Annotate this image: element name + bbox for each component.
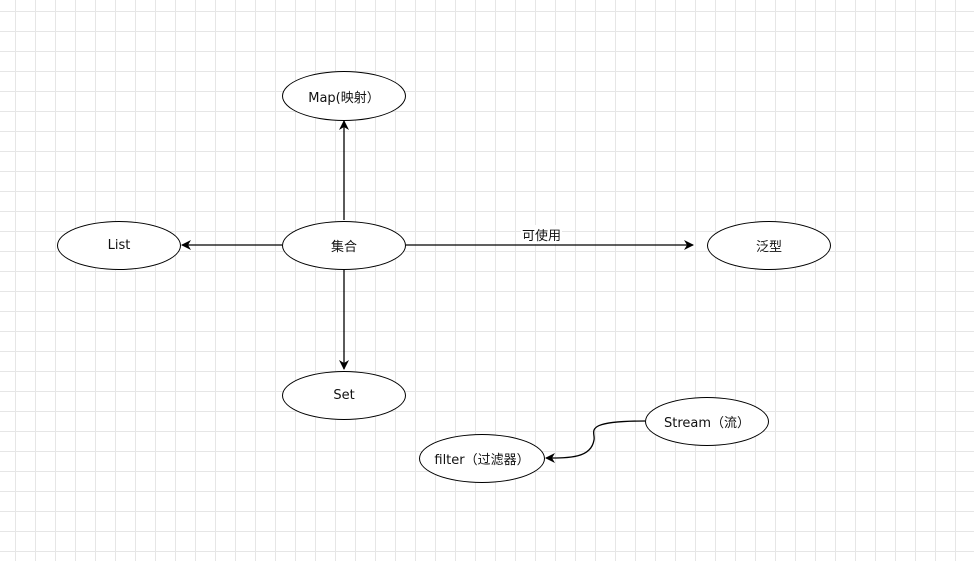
edge-label-can-use: 可使用 — [521, 225, 563, 244]
node-map[interactable]: Map(映射） — [282, 71, 406, 121]
node-set[interactable]: Set — [282, 371, 406, 420]
edge-stream-to-filter[interactable] — [545, 420, 646, 463]
node-collection[interactable]: 集合 — [282, 221, 406, 270]
node-generic[interactable]: 泛型 — [707, 221, 831, 270]
node-list[interactable]: List — [57, 221, 181, 270]
node-filter[interactable]: filter（过滤器） — [419, 434, 545, 483]
node-stream[interactable]: Stream（流） — [645, 397, 769, 446]
